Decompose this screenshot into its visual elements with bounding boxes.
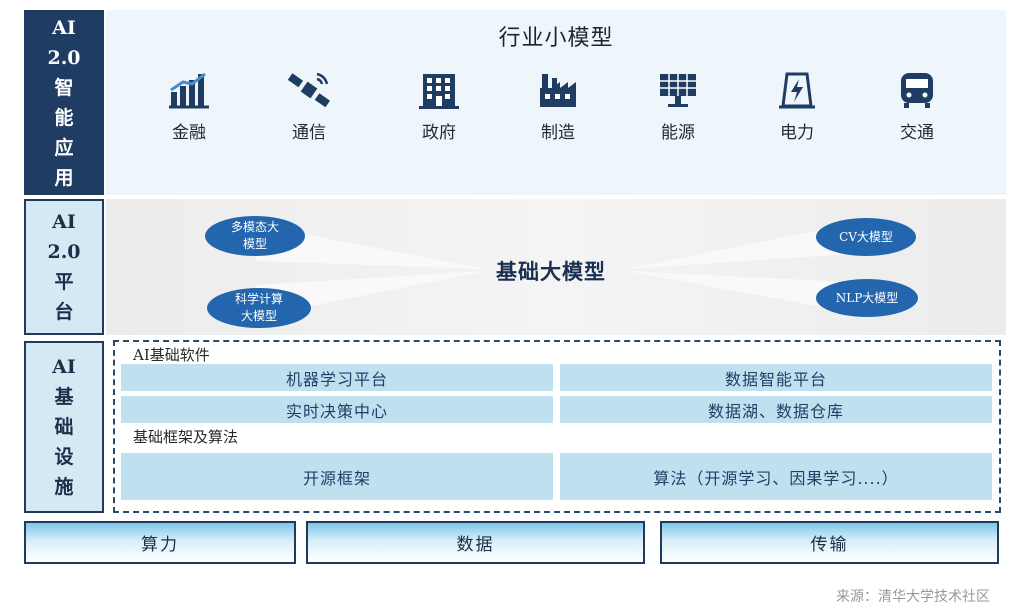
- algorithm-bar: 算法（开源学习、因果学习....）: [560, 453, 992, 500]
- industry-transport: 交通: [872, 70, 962, 143]
- industry-label: 政府: [422, 123, 456, 143]
- ellipse-text: 科学计算: [234, 292, 283, 306]
- factory-icon: [513, 70, 603, 110]
- multimodal-model-ellipse: 多模态大 模型: [205, 216, 305, 256]
- layer-label-text: AI: [52, 16, 76, 39]
- industry-label: 金融: [172, 123, 206, 143]
- open-source-framework-bar: 开源框架: [121, 453, 553, 500]
- data-intelligence-platform-bar: 数据智能平台: [560, 364, 992, 391]
- layer-label-text: 施: [54, 476, 74, 498]
- industry-label: 通信: [292, 123, 326, 143]
- solar-panel-icon: [633, 70, 723, 110]
- layer-label-text: AI: [52, 211, 76, 233]
- finance-chart-icon: [144, 70, 234, 110]
- realtime-decision-center-bar: 实时决策中心: [121, 396, 553, 423]
- ai-infra-panel: [113, 340, 1001, 513]
- layer-label-app: AI 2.0 智 能 应 用: [24, 10, 104, 195]
- framework-algorithm-label: 基础框架及算法: [133, 428, 239, 446]
- industry-label: 电力: [780, 123, 814, 143]
- industry-telecom: 通信: [264, 70, 354, 143]
- layer-label-text: 能: [54, 106, 74, 129]
- industry-power: 电力: [752, 70, 842, 143]
- source-watermark: 来源：清华大学技术社区: [836, 589, 990, 605]
- ellipse-text: 大模型: [240, 309, 277, 323]
- industry-label: 交通: [900, 123, 934, 143]
- industry-label: 制造: [541, 123, 575, 143]
- nlp-model-ellipse: NLP大模型: [816, 279, 918, 317]
- layer-label-infra: AI 基 础 设 施: [24, 341, 104, 513]
- electricity-icon: [752, 70, 842, 110]
- layer-label-text: 台: [54, 301, 74, 323]
- ellipse-text: NLP大模型: [835, 290, 899, 305]
- scientific-computing-model-ellipse: 科学计算 大模型: [207, 288, 311, 328]
- industry-government: 政府: [394, 70, 484, 143]
- layer-label-text: 用: [54, 166, 74, 189]
- ellipse-text: 多模态大: [230, 220, 279, 234]
- layer-label-text: 应: [54, 136, 74, 159]
- layer-label-text: 础: [54, 416, 74, 438]
- layer-label-text: 2.0: [47, 241, 81, 263]
- industry-label: 能源: [661, 123, 695, 143]
- transmission-block: 传输: [660, 521, 999, 564]
- industry-finance: 金融: [144, 70, 234, 143]
- compute-block: 算力: [24, 521, 296, 564]
- ml-platform-bar: 机器学习平台: [121, 364, 553, 391]
- data-block: 数据: [306, 521, 645, 564]
- satellite-icon: [264, 70, 354, 110]
- model-connector-beams: [256, 221, 866, 317]
- data-lake-warehouse-bar: 数据湖、数据仓库: [560, 396, 992, 423]
- layer-label-text: 基: [54, 386, 74, 408]
- cv-model-ellipse: CV大模型: [816, 218, 916, 256]
- layer-label-text: 平: [54, 271, 74, 293]
- layer-label-text: 智: [54, 76, 74, 99]
- industry-energy: 能源: [633, 70, 723, 143]
- layer-label-platform: AI 2.0 平 台: [24, 199, 104, 335]
- layer-label-text: AI: [52, 356, 76, 378]
- ellipse-text: CV大模型: [839, 229, 893, 244]
- layer-label-text: 2.0: [47, 46, 81, 69]
- layer-label-text: 设: [54, 446, 74, 468]
- ellipse-text: 模型: [242, 237, 267, 251]
- ai-software-label: AI基础软件: [133, 346, 210, 364]
- industry-models-title: 行业小模型: [498, 26, 614, 51]
- industry-manufacturing: 制造: [513, 70, 603, 143]
- foundation-models-title: 基础大模型: [496, 259, 606, 284]
- train-icon: [872, 70, 962, 110]
- government-building-icon: [394, 70, 484, 110]
